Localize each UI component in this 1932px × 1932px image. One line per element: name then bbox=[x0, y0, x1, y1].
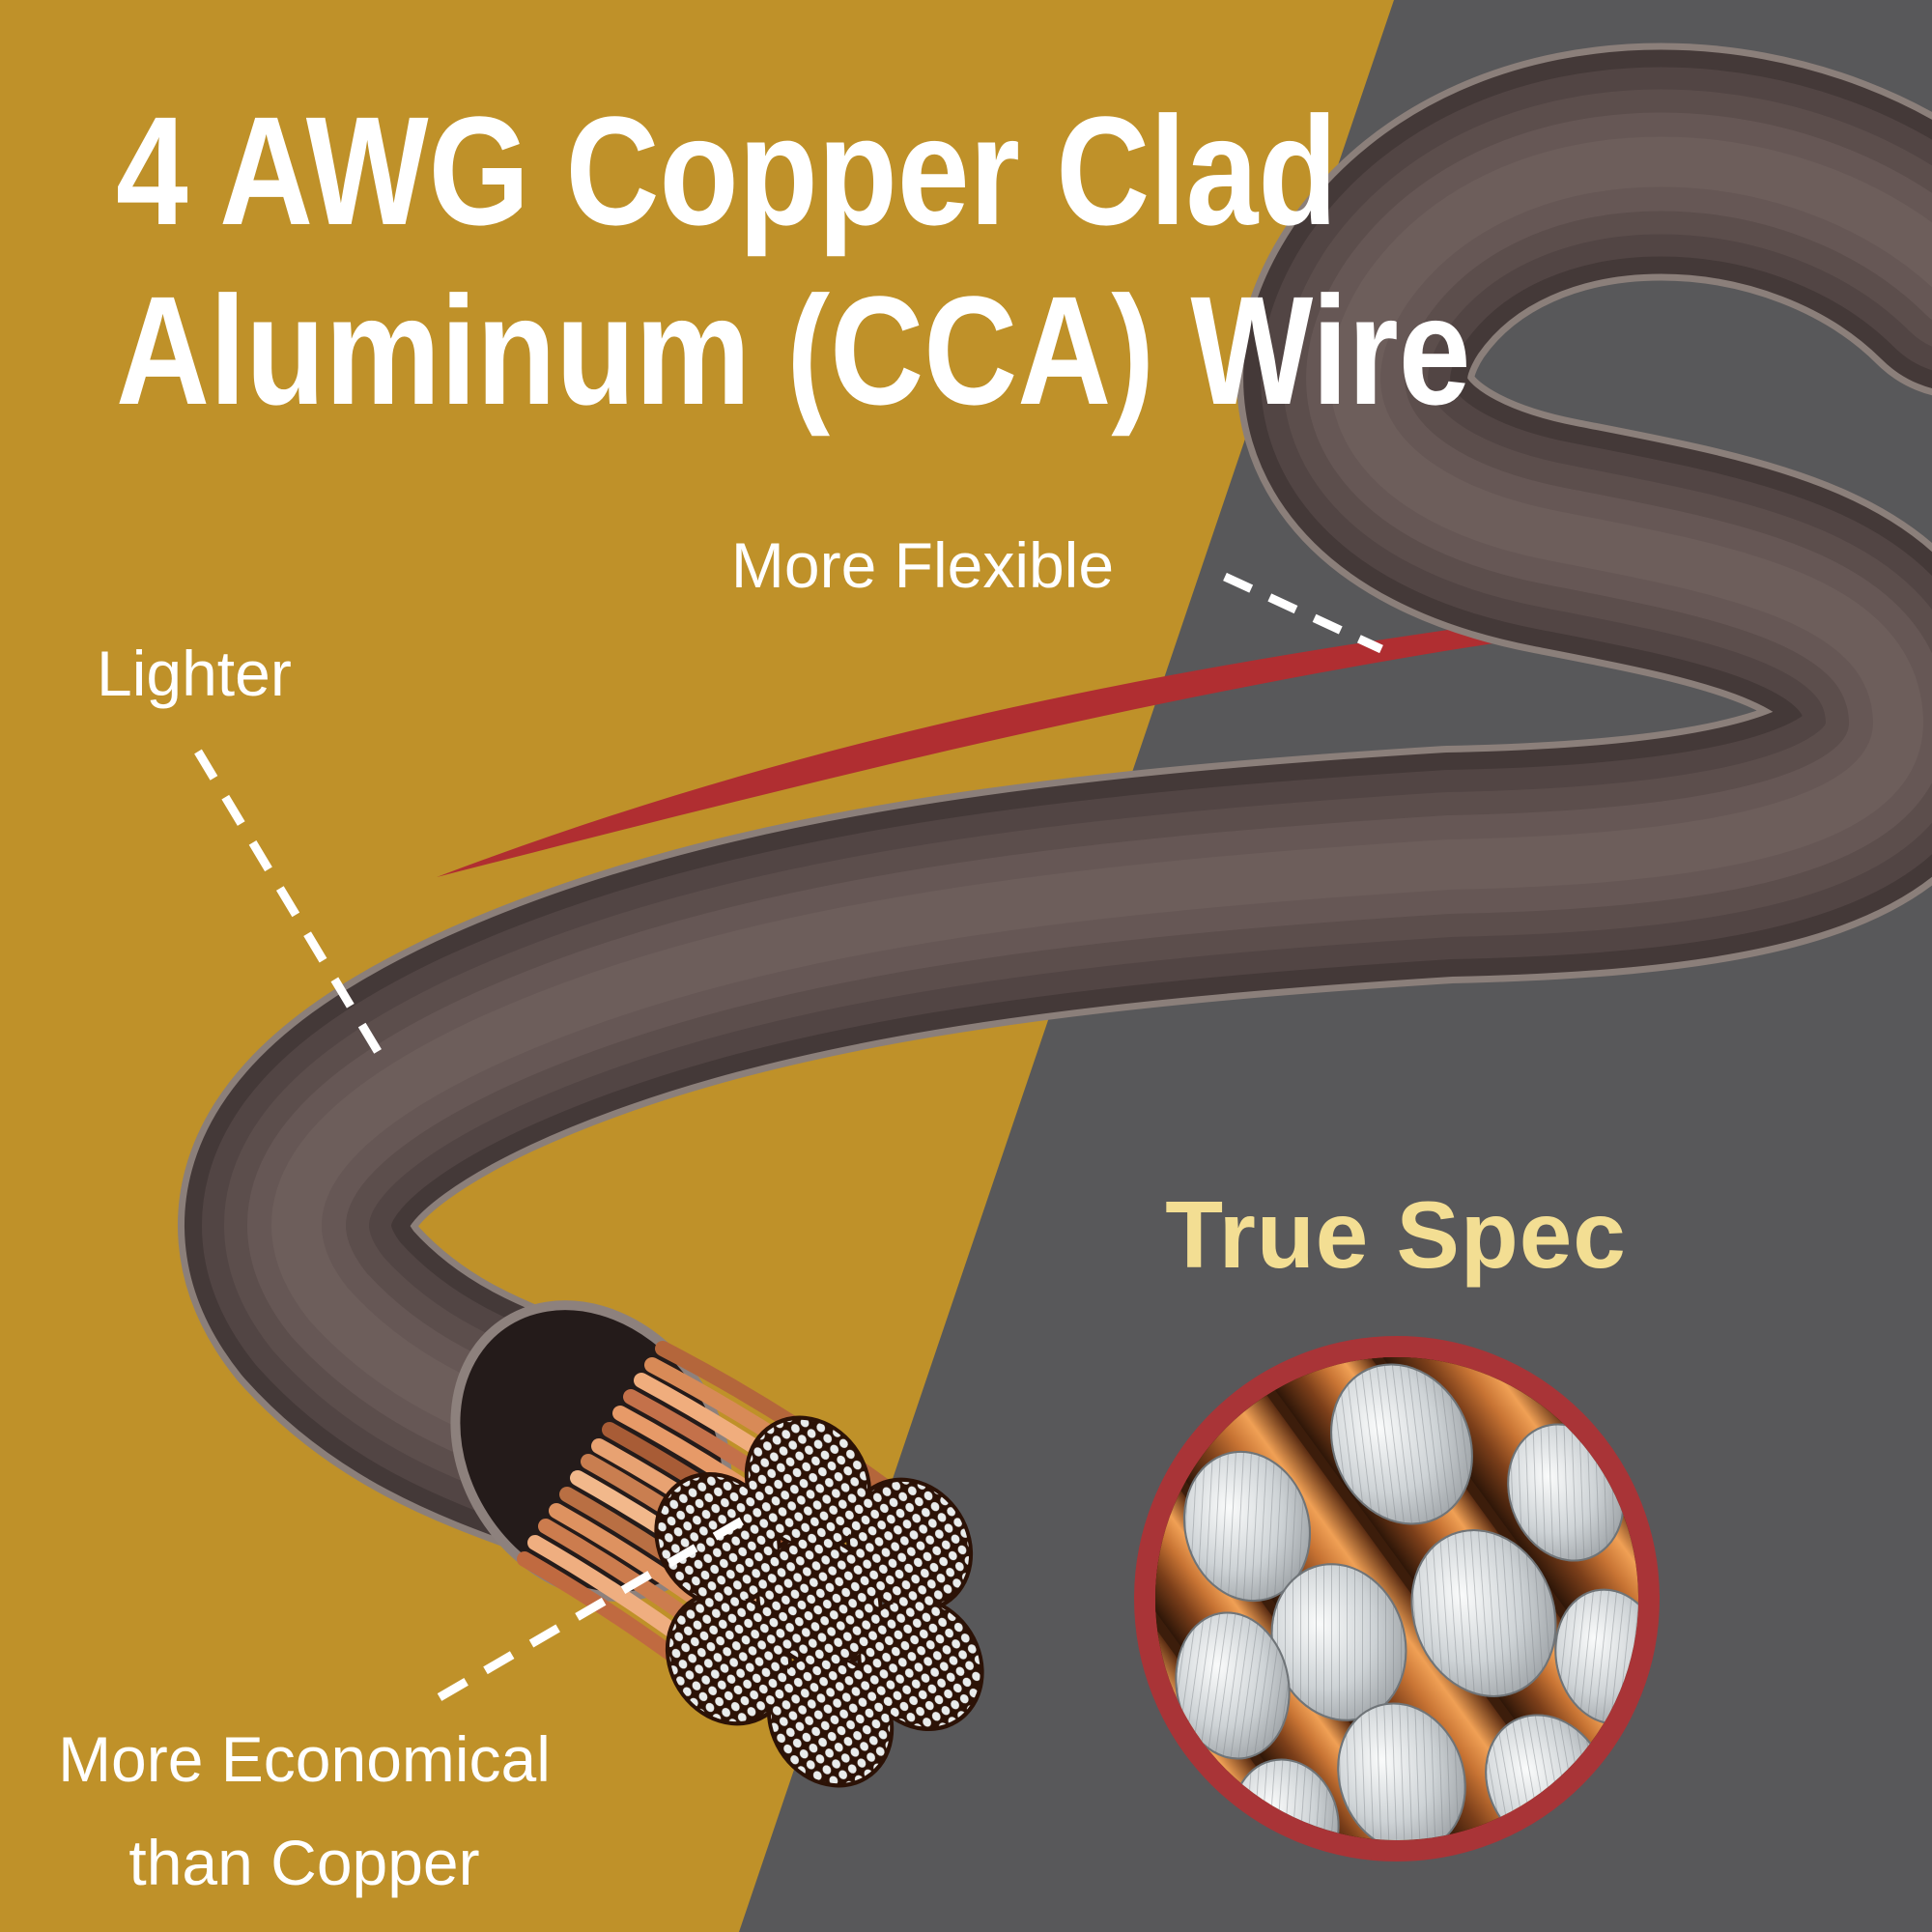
more-economical-label: More Economical than Copper bbox=[29, 1708, 580, 1915]
inset-macro-photo bbox=[1155, 1357, 1638, 1840]
more-flexible-label: More Flexible bbox=[730, 529, 1115, 601]
more-flexible-callout-line bbox=[1223, 572, 1383, 654]
lighter-callout-line bbox=[194, 749, 388, 1065]
cable-jacket bbox=[178, 43, 1932, 1573]
page-title: 4 AWG Copper Clad Aluminum (CCA) Wire bbox=[116, 81, 1471, 440]
lighter-label: Lighter bbox=[97, 638, 292, 709]
more-economical-line1: More Economical bbox=[58, 1723, 551, 1795]
aluminum-cut-face bbox=[654, 1415, 984, 1788]
page-title-line1: 4 AWG Copper Clad bbox=[116, 84, 1338, 257]
true-spec-heading: True Spec bbox=[1165, 1181, 1627, 1288]
aluminum-face-ellipses bbox=[1175, 1363, 1638, 1840]
page-title-line2: Aluminum (CCA) Wire bbox=[116, 263, 1471, 437]
more-economical-line2: than Copper bbox=[128, 1826, 480, 1898]
more-economical-callout-line bbox=[437, 1515, 749, 1701]
stripped-wire-end bbox=[450, 1300, 984, 1788]
true-spec-inset-photo bbox=[1134, 1336, 1660, 1861]
